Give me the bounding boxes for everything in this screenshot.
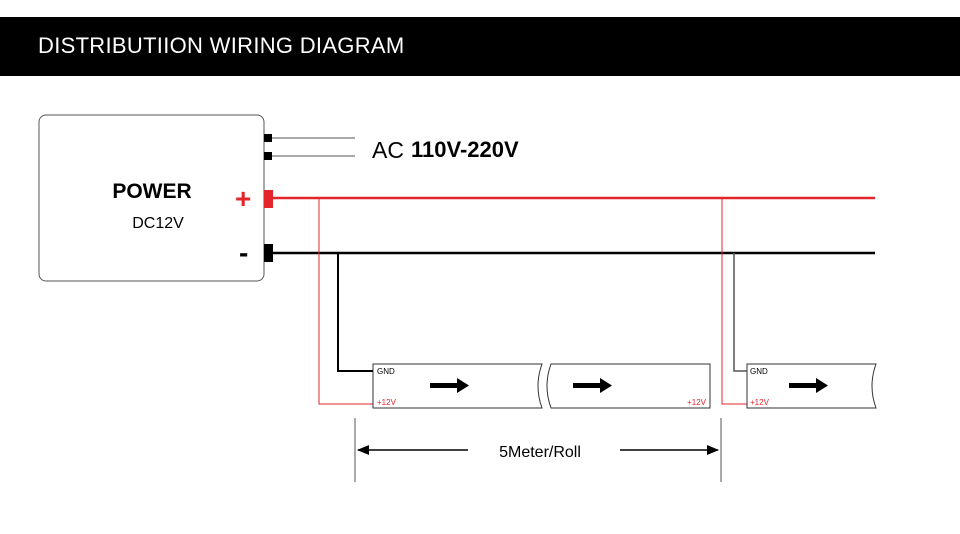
arrow-right-icon	[573, 378, 612, 393]
plus-sign: +	[235, 183, 251, 214]
power-output-label: DC12V	[132, 215, 184, 232]
v12-label: +12V	[687, 398, 707, 407]
gnd-label: GND	[377, 367, 395, 376]
ac-terminal-1	[264, 134, 272, 142]
gnd-label: GND	[750, 367, 768, 376]
negative-branch-1	[337, 253, 373, 372]
arrow-right-icon	[789, 378, 828, 393]
ac-voltage-label: 110V-220V	[411, 137, 519, 162]
arrow-right-icon	[430, 378, 469, 393]
header-bar	[0, 17, 960, 76]
led-strip-segment-2	[546, 363, 711, 409]
positive-terminal	[264, 190, 273, 208]
positive-branch-2	[721, 198, 747, 405]
arrow-right-icon	[707, 445, 719, 455]
ac-prefix-label: AC	[372, 137, 404, 163]
positive-branch-1	[318, 198, 373, 405]
v12-label: +12V	[750, 398, 770, 407]
negative-branch-2	[733, 253, 747, 372]
negative-terminal	[264, 244, 273, 262]
v12-label: +12V	[377, 398, 397, 407]
minus-sign: -	[239, 237, 248, 268]
ac-terminal-2	[264, 152, 272, 160]
dimension-label: 5Meter/Roll	[499, 444, 581, 461]
page-title: DISTRIBUTIION WIRING DIAGRAM	[38, 33, 405, 58]
arrow-left-icon	[357, 445, 369, 455]
power-label: POWER	[112, 180, 191, 203]
